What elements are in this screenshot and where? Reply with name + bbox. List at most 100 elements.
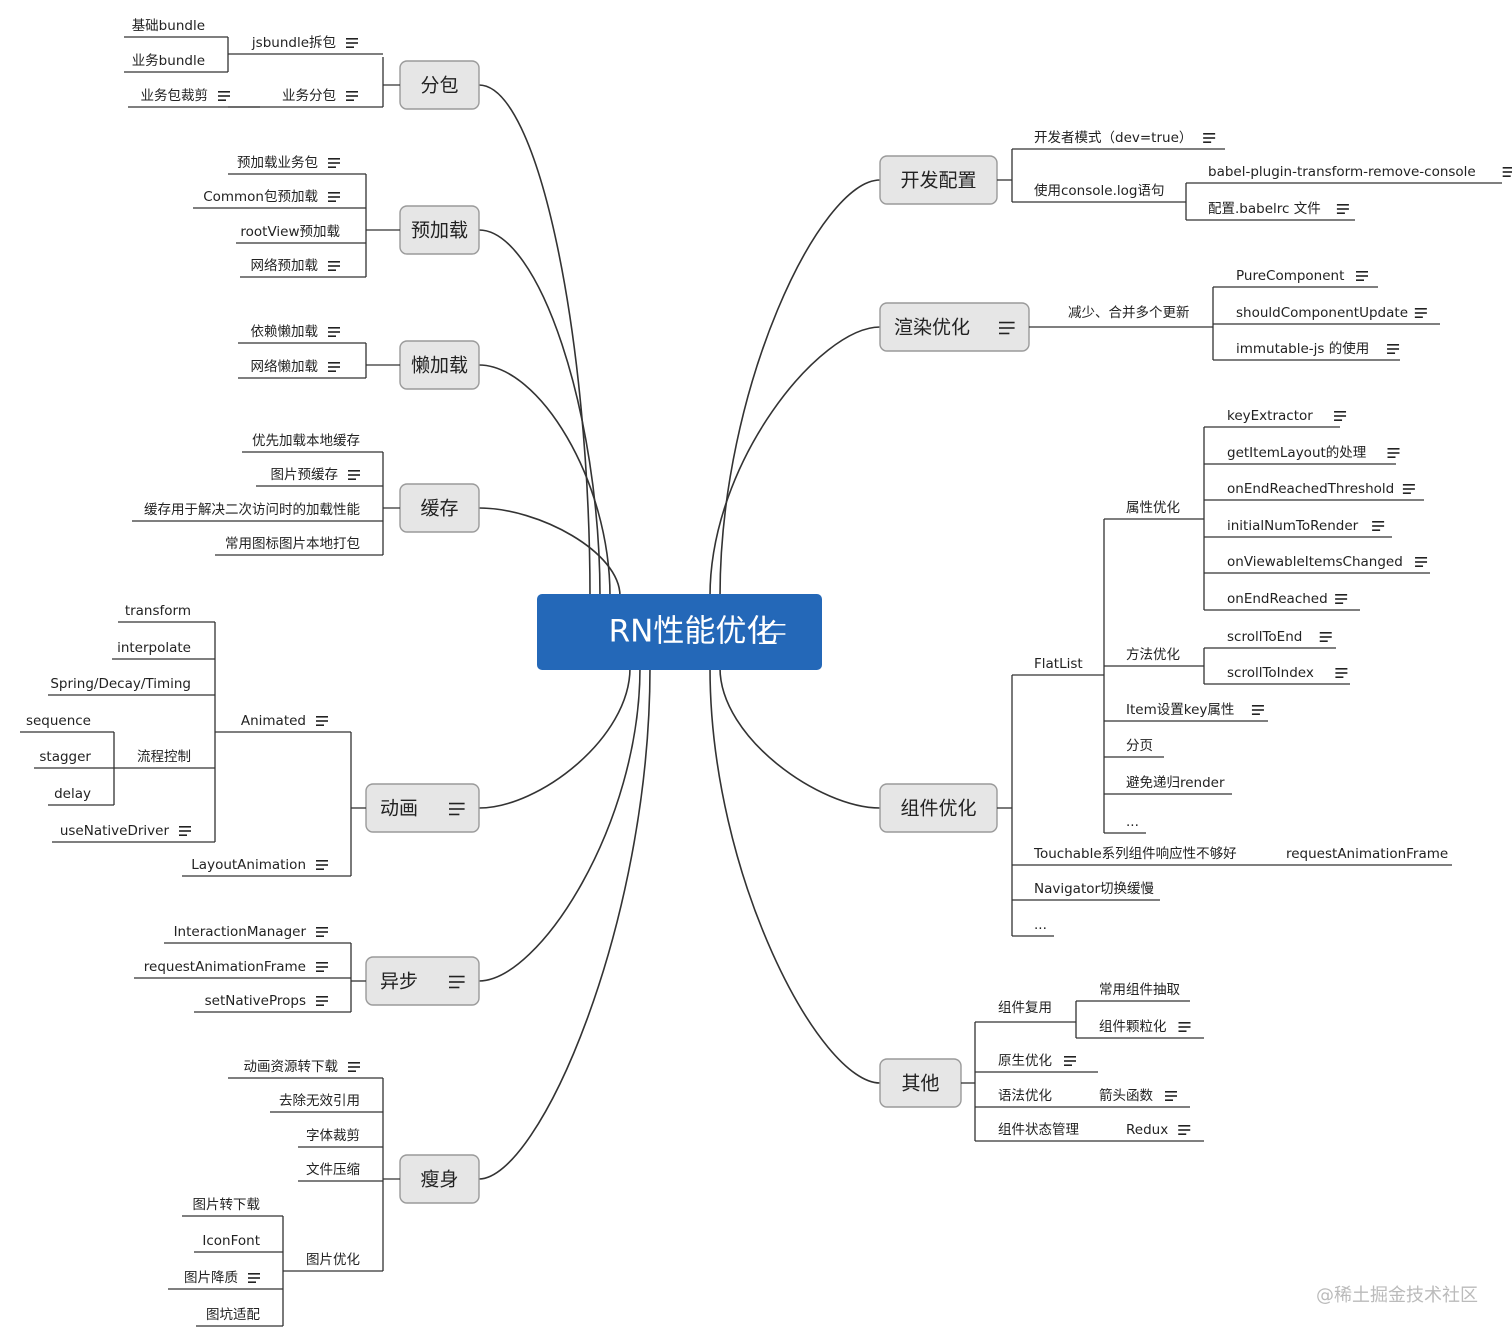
note-icon[interactable] xyxy=(1356,270,1368,282)
leaf-base-bundle: 基础bundle xyxy=(132,17,205,34)
note-icon[interactable] xyxy=(248,1273,260,1283)
topic-dev-config[interactable]: 开发配置 xyxy=(879,155,998,205)
note-icon[interactable] xyxy=(316,995,328,1007)
leaf-slim-3: 文件压缩 xyxy=(306,1162,360,1178)
note-icon[interactable] xyxy=(316,715,328,727)
leaf-async-0: InteractionManager xyxy=(174,924,307,940)
leaf-pagination: 分页 xyxy=(1126,738,1153,754)
note-icon[interactable] xyxy=(328,192,340,202)
topic-cache[interactable]: 缓存 xyxy=(399,483,480,533)
topic-preload[interactable]: 预加载 xyxy=(399,205,480,255)
note-icon[interactable] xyxy=(759,623,786,645)
subtopic-console-log: 使用console.log语句 xyxy=(1034,182,1164,199)
leaf-preload-1: Common包预加载 xyxy=(203,189,318,205)
note-icon[interactable] xyxy=(1165,1091,1177,1101)
leaf-layout-animation: LayoutAnimation xyxy=(191,857,306,873)
note-icon[interactable] xyxy=(1336,204,1349,214)
topic-label: 分包 xyxy=(420,75,458,97)
topic-label: 其他 xyxy=(901,1073,939,1095)
subtopic-animated: Animated xyxy=(241,713,306,729)
note-icon[interactable] xyxy=(1319,631,1332,643)
note-icon[interactable] xyxy=(328,361,340,373)
note-icon[interactable] xyxy=(218,91,230,101)
leaf-lazy-1: 网络懒加载 xyxy=(251,359,319,375)
leaf-granular-components: 组件颗粒化 xyxy=(1099,1019,1167,1035)
note-icon[interactable] xyxy=(1402,483,1415,495)
note-icon[interactable] xyxy=(1251,704,1264,716)
topic-slim[interactable]: 瘦身 xyxy=(399,1154,480,1204)
note-icon[interactable] xyxy=(1178,1125,1191,1135)
topic-label: 预加载 xyxy=(411,220,468,242)
leaf-slim-2: 字体裁剪 xyxy=(306,1128,360,1144)
note-icon[interactable] xyxy=(1203,133,1216,143)
topic-label: 组件优化 xyxy=(900,798,976,820)
note-icon[interactable] xyxy=(179,825,191,837)
topic-async[interactable]: 异步 xyxy=(365,956,480,1006)
topic-lazyload[interactable]: 懒加载 xyxy=(399,340,480,390)
topic-label: 缓存 xyxy=(420,498,458,520)
leaf-avoid-recursive-render: 避免递归render xyxy=(1126,774,1225,791)
note-icon[interactable] xyxy=(348,1062,360,1072)
central-topic[interactable]: RN性能优化 xyxy=(537,594,822,670)
note-icon[interactable] xyxy=(1502,167,1512,177)
note-icon[interactable] xyxy=(328,158,340,168)
leaf-delay: delay xyxy=(54,786,91,802)
watermark: @稀土掘金技术社区 xyxy=(1316,1285,1478,1306)
note-icon[interactable] xyxy=(1334,410,1347,422)
note-icon[interactable] xyxy=(1415,556,1428,568)
note-icon[interactable] xyxy=(1335,667,1348,679)
note-icon[interactable] xyxy=(346,91,358,101)
leaf-slim-4: 图片优化 xyxy=(306,1252,360,1268)
note-icon[interactable] xyxy=(1372,520,1385,532)
leaf-flatlist-ellipsis: ... xyxy=(1126,814,1139,830)
connector-line xyxy=(709,667,881,1084)
note-icon[interactable] xyxy=(1064,1056,1076,1066)
note-icon[interactable] xyxy=(1387,447,1400,459)
leaf-render-0: PureComponent xyxy=(1236,268,1344,284)
leaf-image-opt-3: 图坑适配 xyxy=(206,1307,260,1323)
note-icon[interactable] xyxy=(328,326,340,338)
note-icon[interactable] xyxy=(999,321,1015,335)
leaf-common-components: 常用组件抽取 xyxy=(1099,982,1180,998)
leaf-prop-1: getItemLayout的处理 xyxy=(1227,445,1367,461)
note-icon[interactable] xyxy=(1335,593,1348,605)
leaf-prop-4: onViewableItemsChanged xyxy=(1227,554,1403,570)
note-icon[interactable] xyxy=(346,37,358,49)
connector-line xyxy=(719,179,881,597)
leaf-prop-2: onEndReachedThreshold xyxy=(1227,481,1394,497)
note-icon[interactable] xyxy=(348,469,360,481)
leaf-method-1: scrollToIndex xyxy=(1227,665,1314,681)
note-icon[interactable] xyxy=(316,961,328,973)
topic-other[interactable]: 其他 xyxy=(879,1058,962,1108)
subtopic-state-mgmt: 组件状态管理 xyxy=(998,1122,1079,1138)
leaf-render-1: shouldComponentUpdate xyxy=(1236,305,1408,321)
topic-label: 异步 xyxy=(380,971,418,993)
leaf-render-2: immutable-js 的使用 xyxy=(1236,340,1369,357)
topic-component-opt[interactable]: 组件优化 xyxy=(879,783,998,833)
topic-render-opt[interactable]: 渲染优化 xyxy=(879,302,1030,352)
note-icon[interactable] xyxy=(316,859,328,871)
topic-animation[interactable]: 动画 xyxy=(365,783,480,833)
topic-fenbao[interactable]: 分包 xyxy=(399,60,480,110)
note-icon[interactable] xyxy=(1414,307,1427,319)
leaf-async-2: setNativeProps xyxy=(205,993,306,1009)
note-icon[interactable] xyxy=(1178,1021,1191,1032)
note-icon[interactable] xyxy=(328,260,340,272)
leaf-dev-mode: 开发者模式（dev=true） xyxy=(1034,130,1192,146)
subtopic-prop-opt: 属性优化 xyxy=(1126,500,1180,516)
connector-line xyxy=(478,667,631,809)
connector-line xyxy=(478,507,621,597)
connector-line xyxy=(478,364,611,597)
leaf-preload-3: 网络预加载 xyxy=(251,258,319,274)
connector-line xyxy=(478,667,641,982)
leaf-babelrc: 配置.babelrc 文件 xyxy=(1208,201,1321,217)
note-icon[interactable] xyxy=(1387,343,1400,355)
note-icon[interactable] xyxy=(316,926,328,938)
leaf-async-1: requestAnimationFrame xyxy=(144,959,306,975)
connector-line xyxy=(709,326,881,597)
leaf-navigator: Navigator切换缓慢 xyxy=(1034,880,1155,897)
subtopic-syntax-opt: 语法优化 xyxy=(998,1088,1052,1104)
leaf-cache-3: 常用图标图片本地打包 xyxy=(225,535,360,552)
note-icon[interactable] xyxy=(449,975,465,989)
note-icon[interactable] xyxy=(449,802,465,816)
